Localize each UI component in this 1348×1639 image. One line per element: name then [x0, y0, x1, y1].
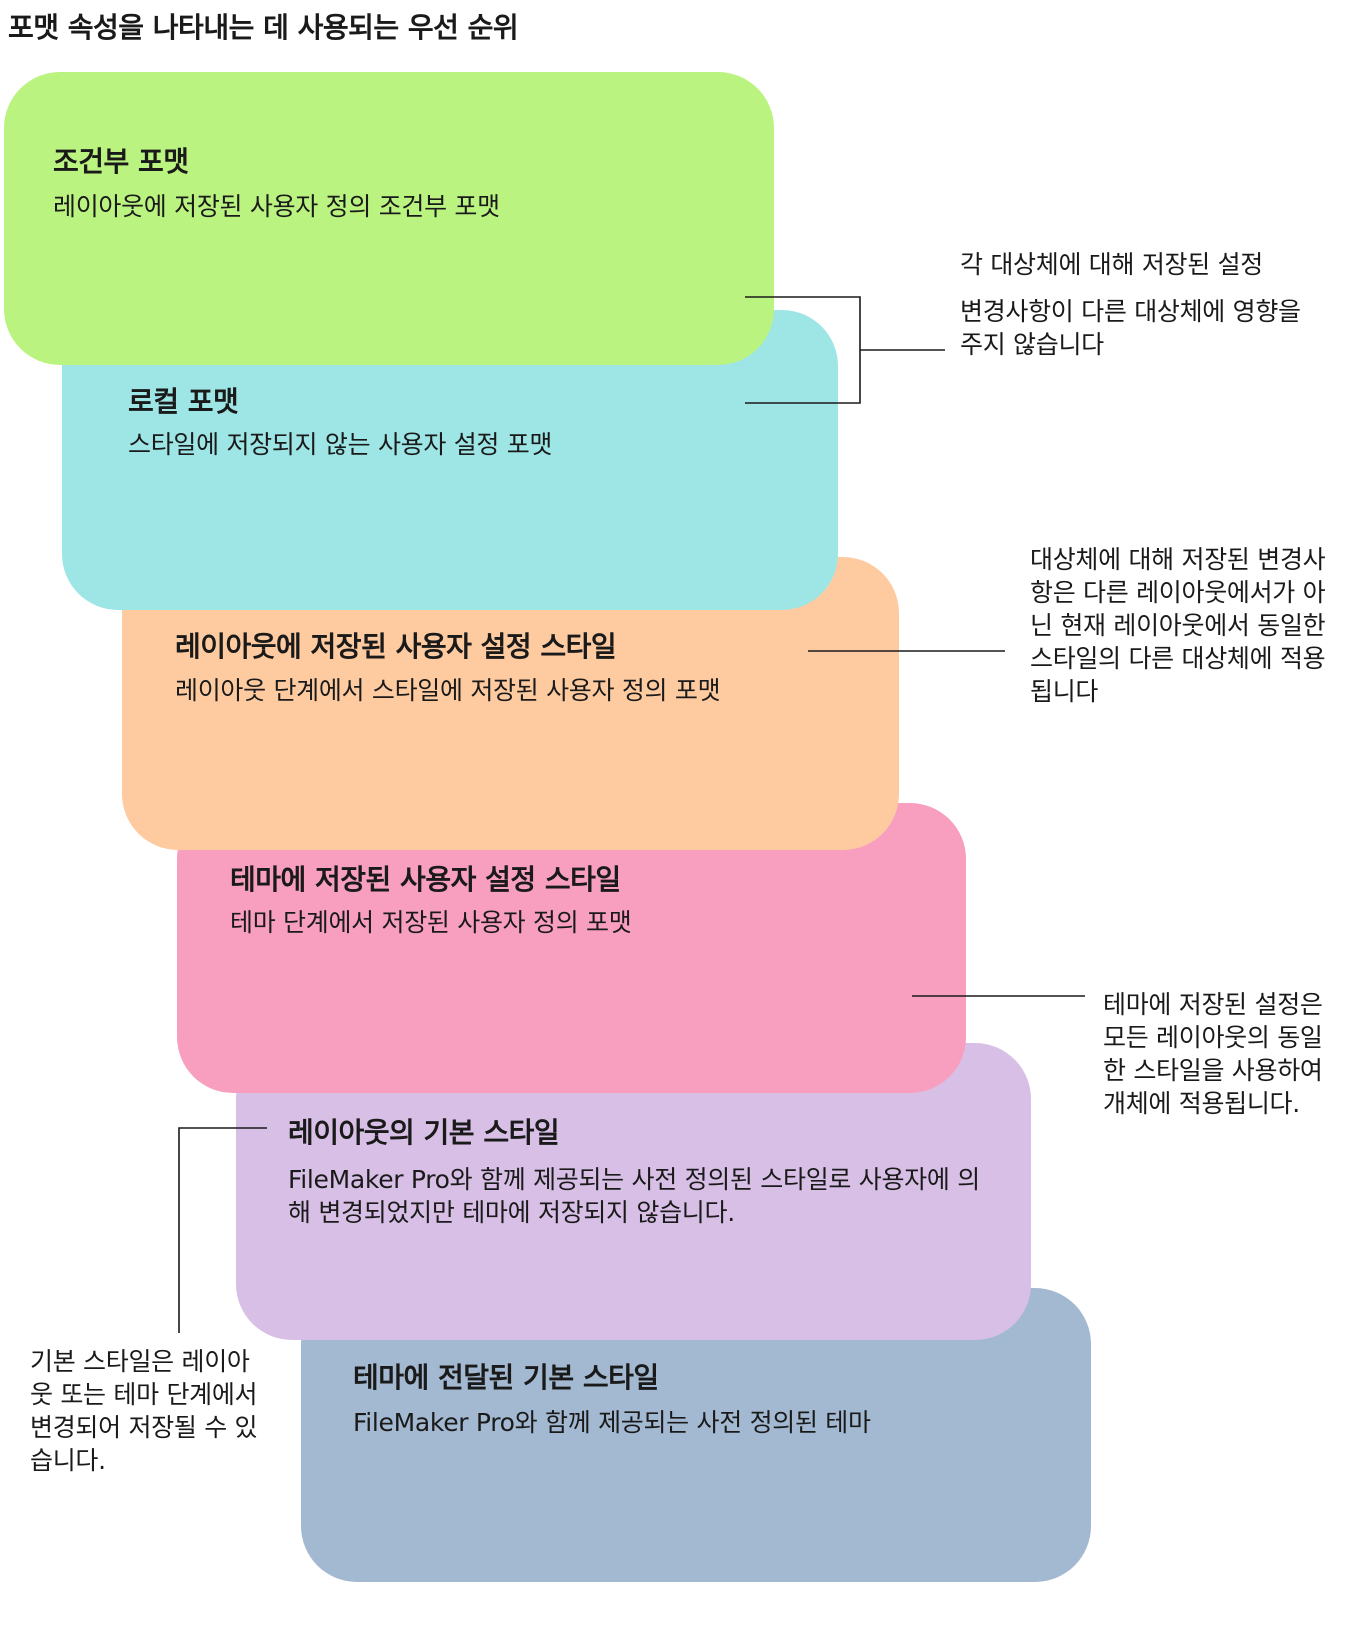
- conditional-format-title: 조건부 포맷: [53, 145, 189, 178]
- note-layout-style: 대상체에 대해 저장된 변경사항은 다른 레이아웃에서가 아닌 현재 레이아웃에…: [1030, 545, 1326, 706]
- local-format-description: 스타일에 저장되지 않는 사용자 설정 포맷: [128, 430, 553, 459]
- note-theme-style: 테마에 저장된 설정은 모든 레이아웃의 동일한 스타일을 사용하여 개체에 적…: [1103, 990, 1323, 1118]
- layout-custom-style-title: 레이아웃에 저장된 사용자 설정 스타일: [175, 630, 617, 663]
- note-object-title: 각 대상체에 대해 저장된 설정: [960, 250, 1263, 279]
- conditional-format-description: 레이아웃에 저장된 사용자 정의 조건부 포맷: [53, 192, 500, 221]
- conditional-format-box: 조건부 포맷 레이아웃에 저장된 사용자 정의 조건부 포맷: [4, 72, 774, 365]
- theme-default-style-title: 테마에 전달된 기본 스타일: [353, 1361, 659, 1394]
- page-title: 포맷 속성을 나타내는 데 사용되는 우선 순위: [8, 11, 519, 44]
- layout-default-style-title: 레이아웃의 기본 스타일: [288, 1116, 560, 1149]
- theme-custom-style-box: 테마에 저장된 사용자 설정 스타일 테마 단계에서 저장된 사용자 정의 포맷: [177, 803, 966, 1093]
- note-default-style: 기본 스타일은 레이아웃 또는 테마 단계에서 변경되어 저장될 수 있습니다.: [30, 1347, 258, 1475]
- local-format-title: 로컬 포맷: [128, 385, 239, 418]
- theme-custom-style-description: 테마 단계에서 저장된 사용자 정의 포맷: [230, 908, 632, 937]
- theme-custom-style-title: 테마에 저장된 사용자 설정 스타일: [230, 863, 621, 896]
- layout-custom-style-description: 레이아웃 단계에서 스타일에 저장된 사용자 정의 포맷: [175, 676, 721, 705]
- note-object-body: 변경사항이 다른 대상체에 영향을 주지 않습니다: [960, 297, 1301, 359]
- theme-default-style-description: FileMaker Pro와 함께 제공되는 사전 정의된 테마: [353, 1408, 871, 1437]
- layout-default-style-description: FileMaker Pro와 함께 제공되는 사전 정의된 스타일로 사용자에 …: [288, 1165, 980, 1227]
